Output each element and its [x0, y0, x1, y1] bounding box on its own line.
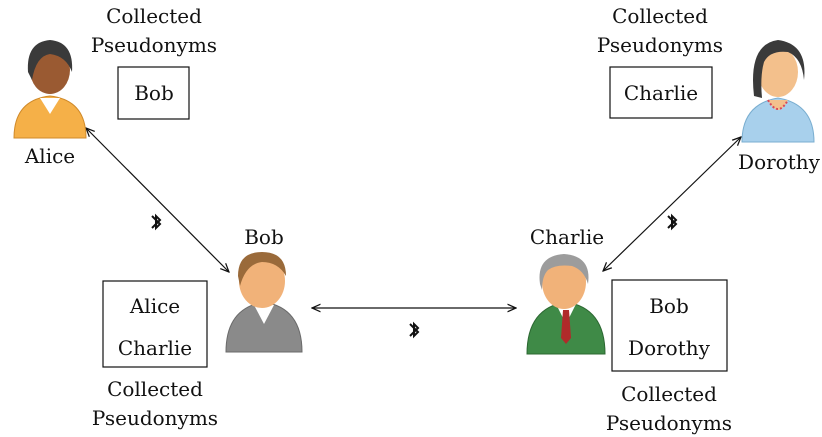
link-charlie-dorothy [603, 137, 741, 271]
alice-name: Alice [24, 144, 75, 168]
bluetooth-icon [667, 213, 678, 231]
charlie-pseudonym-box [611, 279, 728, 372]
alice-collected-label-line2: Pseudonyms [91, 33, 217, 57]
bob-pseudonym-box [102, 280, 208, 368]
bob-avatar [225, 252, 303, 353]
alice-pseudonym-box [117, 66, 190, 120]
bob-collected-label-line1: Collected [107, 377, 203, 401]
charlie-collected-label-line1: Collected [621, 382, 717, 406]
bob-pseudonym-item: Alice [129, 294, 180, 318]
dorothy-pseudonym-item: Charlie [624, 81, 698, 105]
dorothy-collected-label-line1: Collected [612, 4, 708, 28]
bluetooth-icon [151, 213, 162, 231]
dorothy-avatar [741, 40, 815, 143]
alice-pseudonym-item: Bob [134, 81, 174, 105]
bob-collected-label-line2: Pseudonyms [92, 406, 218, 430]
charlie-name: Charlie [530, 225, 604, 249]
alice-avatar [13, 40, 87, 139]
dorothy-collected-label-line2: Pseudonyms [597, 33, 723, 57]
bob-pseudonym-item: Charlie [118, 336, 192, 360]
dorothy-name: Dorothy [738, 150, 821, 174]
charlie-pseudonym-item: Bob [649, 294, 689, 318]
charlie-collected-label-line2: Pseudonyms [606, 411, 732, 435]
bluetooth-icon [409, 321, 420, 339]
charlie-pseudonym-item: Dorothy [628, 336, 711, 360]
bob-name: Bob [244, 225, 284, 249]
dorothy-pseudonym-box [609, 66, 713, 119]
charlie-avatar [526, 254, 606, 355]
alice-collected-label-line1: Collected [106, 4, 202, 28]
link-alice-bob [86, 128, 229, 272]
